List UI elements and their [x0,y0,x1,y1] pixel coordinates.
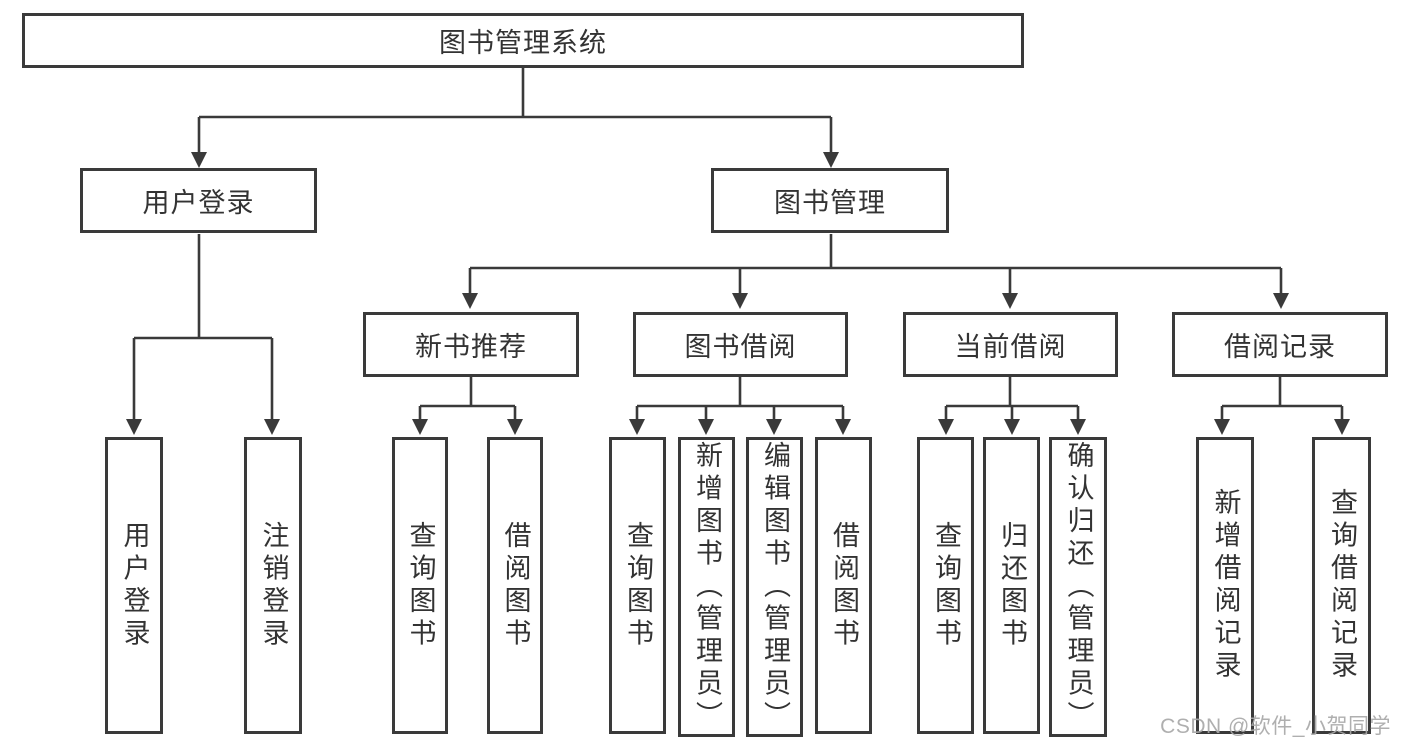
leaf-query-books-recommend: 查询图书 [392,437,448,734]
leaf-logout-login: 注销登录 [244,437,302,734]
watermark: CSDN @软件_小贺同学 [1160,715,1391,738]
leaf-add-book-admin: 新增图书（管理员） [678,437,735,737]
node-book-management: 图书管理 [711,168,949,233]
node-current-borrowing: 当前借阅 [903,312,1118,377]
node-library-system: 图书管理系统 [22,13,1024,68]
leaf-add-borrow-record: 新增借阅记录 [1196,437,1254,734]
leaf-query-books-borrowing: 查询图书 [609,437,666,734]
arrowhead-icons [126,152,1350,435]
leaf-query-borrow-record: 查询借阅记录 [1312,437,1371,734]
node-new-book-recommend: 新书推荐 [363,312,579,377]
leaf-borrow-books-borrowing: 借阅图书 [815,437,872,734]
leaf-user-login: 用户登录 [105,437,163,734]
leaf-query-books-current: 查询图书 [917,437,974,734]
node-book-borrowing: 图书借阅 [633,312,848,377]
node-user-login: 用户登录 [80,168,317,233]
leaf-confirm-return-admin: 确认归还（管理员） [1049,437,1107,737]
node-borrow-records: 借阅记录 [1172,312,1388,377]
leaf-borrow-books-recommend: 借阅图书 [487,437,543,734]
leaf-edit-book-admin: 编辑图书（管理员） [746,437,803,737]
leaf-return-book: 归还图书 [983,437,1040,734]
